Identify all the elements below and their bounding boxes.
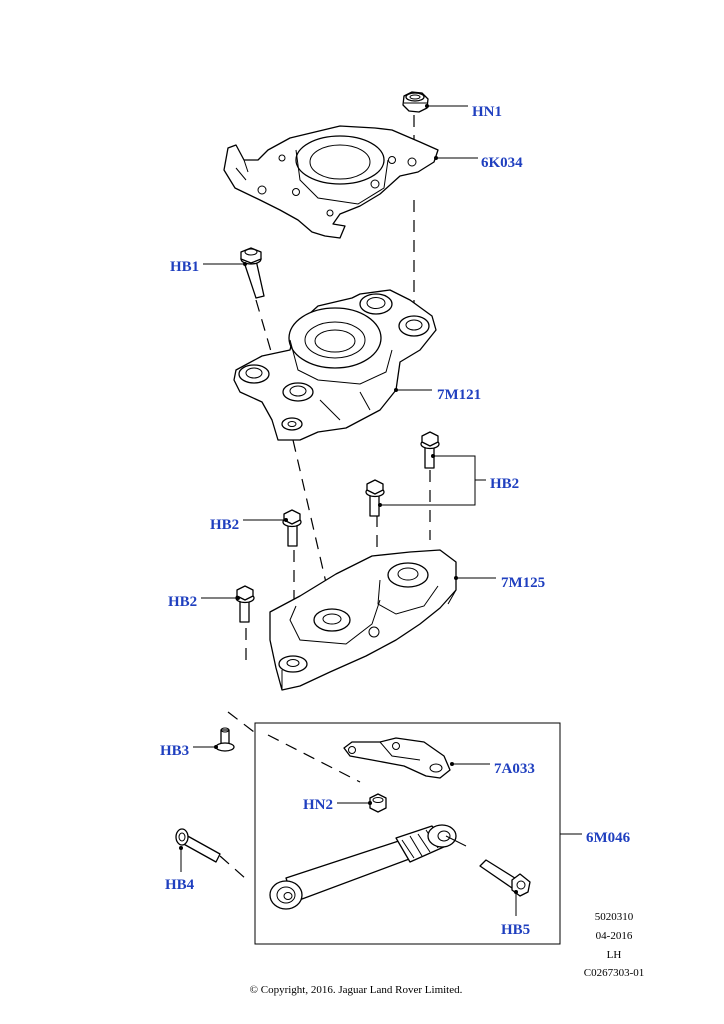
bracket-6k034 bbox=[223, 125, 439, 239]
info-line-2: 04-2016 bbox=[596, 930, 633, 942]
info-line-3: LH bbox=[607, 949, 622, 961]
callout-hb3[interactable]: HB3 bbox=[160, 743, 189, 759]
callout-6m046[interactable]: 6M046 bbox=[586, 830, 631, 846]
callout-labels: HN1 6K034 HB1 7M121 HB2 HB2 7M125 HB2 HB… bbox=[160, 104, 631, 938]
callout-hb2-right[interactable]: HB2 bbox=[490, 476, 519, 492]
callout-hb1[interactable]: HB1 bbox=[170, 259, 199, 275]
info-line-4: C0267303-01 bbox=[584, 967, 645, 979]
callout-hn2[interactable]: HN2 bbox=[303, 797, 333, 813]
nut-hn2 bbox=[369, 793, 387, 813]
callout-7m125[interactable]: 7M125 bbox=[501, 575, 545, 591]
info-block: 5020310 04-2016 LH C0267303-01 bbox=[584, 911, 645, 979]
callout-hb2-left[interactable]: HB2 bbox=[168, 594, 197, 610]
bolt-hb2-upper bbox=[420, 431, 440, 469]
nut-hn1 bbox=[402, 91, 429, 113]
callout-7m121[interactable]: 7M121 bbox=[437, 387, 481, 403]
torque-rod-6m046 bbox=[269, 824, 467, 910]
bolt-hb3 bbox=[215, 727, 235, 752]
bracket-7m125 bbox=[269, 549, 457, 691]
bolt-hb5 bbox=[479, 859, 531, 897]
leader-lines bbox=[179, 104, 582, 916]
callout-hb2-mid[interactable]: HB2 bbox=[210, 517, 239, 533]
mount-7m121 bbox=[233, 289, 437, 441]
callout-6k034[interactable]: 6K034 bbox=[481, 155, 523, 171]
bolt-hb4 bbox=[175, 828, 221, 863]
bolt-hb2-left bbox=[235, 585, 255, 623]
bolt-hb1 bbox=[240, 247, 265, 299]
bracket-7a033 bbox=[343, 737, 451, 779]
callout-hb4[interactable]: HB4 bbox=[165, 877, 195, 893]
copyright-notice: © Copyright, 2016. Jaguar Land Rover Lim… bbox=[250, 984, 463, 996]
info-line-1: 5020310 bbox=[595, 911, 634, 923]
callout-7a033[interactable]: 7A033 bbox=[494, 761, 535, 777]
bolt-hb2-mid bbox=[282, 509, 302, 547]
callout-hn1[interactable]: HN1 bbox=[472, 104, 502, 120]
bolt-hb2-lower bbox=[365, 479, 385, 517]
callout-hb5[interactable]: HB5 bbox=[501, 922, 530, 938]
